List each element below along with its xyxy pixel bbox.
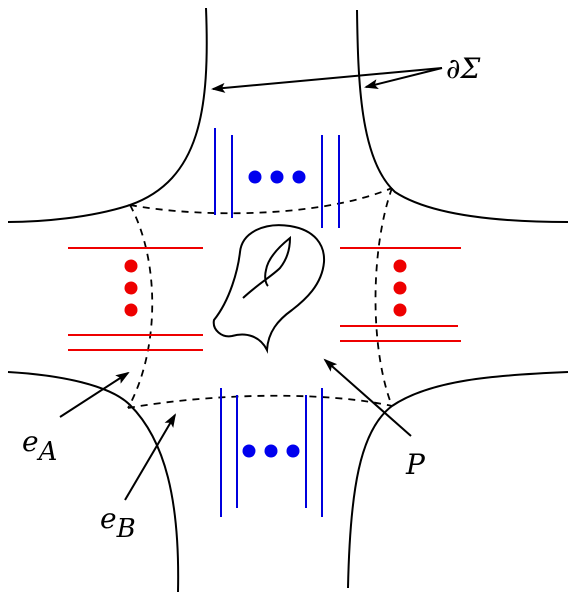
arrow-edge-b	[124, 413, 177, 501]
boundary-curve-top-left	[7, 7, 208, 223]
dot	[393, 281, 407, 295]
horizontal-strands-right	[340, 247, 461, 342]
vertical-strands-bottom	[220, 388, 323, 517]
horizontal-strands-left	[68, 247, 203, 351]
edge-b-subscript: B	[116, 514, 136, 544]
ellipsis-dots-left	[124, 259, 138, 317]
ellipsis-dots-right	[393, 259, 407, 317]
edge-b-letter: e	[100, 502, 117, 535]
boundary-curve-bottom-right	[347, 371, 569, 589]
dashed-edge-bottom	[127, 394, 393, 409]
dot	[124, 259, 138, 273]
central-blob	[212, 224, 326, 354]
blob-slit	[242, 235, 292, 299]
labels: ∂Σ eA eB P	[22, 52, 480, 544]
dashed-edge-left	[127, 204, 154, 409]
dashed-region	[127, 187, 393, 409]
dot	[248, 170, 262, 184]
edge-a-label: eA	[22, 425, 57, 467]
dot	[286, 444, 300, 458]
ellipsis-dots-bottom	[242, 444, 300, 458]
dot	[242, 444, 256, 458]
boundary-label: ∂Σ	[446, 52, 480, 85]
dot	[393, 259, 407, 273]
dot	[124, 281, 138, 295]
blob-outline	[212, 224, 326, 354]
dot	[393, 303, 407, 317]
dot	[264, 444, 278, 458]
dot	[124, 303, 138, 317]
arrow-boundary-left	[211, 67, 443, 93]
arrow-boundary-right	[364, 67, 443, 89]
dot	[292, 170, 306, 184]
ellipsis-dots-top	[248, 170, 306, 184]
point-p-label: P	[405, 448, 426, 481]
arrow-edge-a	[59, 371, 130, 418]
edge-a-letter: e	[22, 425, 39, 458]
edge-a-subscript: A	[37, 437, 58, 467]
dashed-edge-right	[374, 187, 393, 407]
boundary-curves	[7, 7, 569, 593]
dot	[270, 170, 284, 184]
arrow-point-p	[323, 358, 412, 437]
boundary-curve-top-right	[356, 9, 569, 223]
vertical-strands-top	[214, 128, 340, 228]
edge-b-label: eB	[100, 502, 136, 544]
annotation-arrows	[59, 67, 443, 501]
boundary-curve-bottom-left	[7, 371, 180, 593]
dashed-edge-top	[129, 187, 393, 215]
